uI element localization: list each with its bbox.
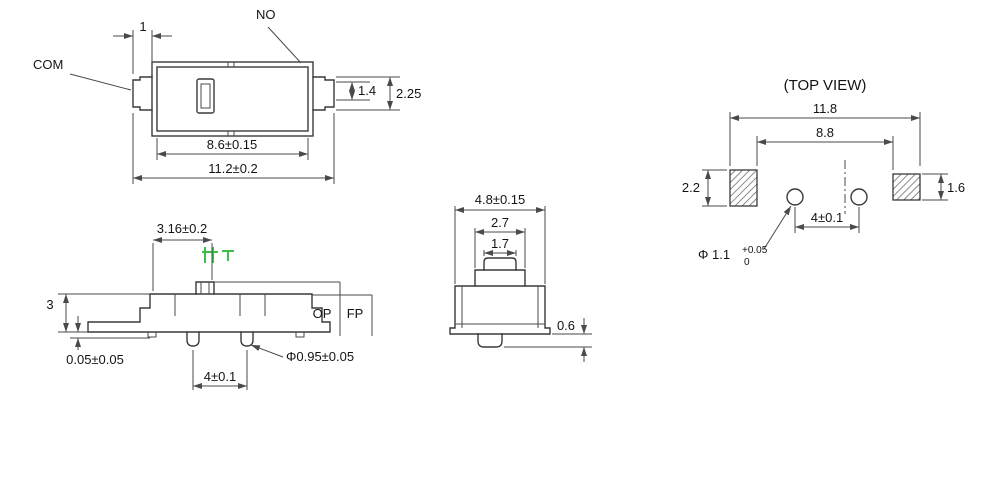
dim-hole-tol-upper: +0.05 <box>742 245 768 256</box>
dim-pad-width-left: 2.2 <box>682 169 727 207</box>
dim-pad-inner-span-label: 8.8 <box>816 125 834 140</box>
body-inner <box>156 66 309 132</box>
dim-pad-width-right: 1.6 <box>922 173 965 201</box>
dim-tab-width-label: 1 <box>139 19 146 34</box>
dim-stem-offset-label: 3.16±0.2 <box>157 221 208 236</box>
terminal-no <box>312 76 335 111</box>
side-details <box>147 294 305 338</box>
dim-post-pitch: 4±0.1 <box>192 350 248 390</box>
dim-body-height: 3 <box>46 293 150 333</box>
dim-post-dia-label: Φ0.95±0.05 <box>286 349 354 364</box>
op-fp-reference: OP FP <box>214 281 373 336</box>
dim-overall-width-label: 11.2±0.2 <box>208 161 258 176</box>
dim-contact-height: 1.4 <box>336 81 376 101</box>
pad-right <box>892 173 921 201</box>
stem-inner <box>200 83 211 109</box>
com-leader <box>69 73 132 91</box>
dim-standoff-label: 0.05±0.05 <box>66 352 124 367</box>
post-left <box>186 331 200 347</box>
side-stem-inner <box>200 282 210 294</box>
dim-pad-inner-span: 8.8 <box>756 125 894 170</box>
com-label: COM <box>33 57 63 72</box>
switch-front-outline <box>449 257 551 348</box>
switch-top-outline <box>132 61 335 137</box>
no-leader <box>267 26 302 64</box>
view-switch-side: 3.16±0.2 3 0.05±0.05 4±0.1 Φ0.95±0.05 <box>46 221 373 390</box>
dim-hole-pitch: 4±0.1 <box>794 207 860 233</box>
dim-pad-width-left-label: 2.2 <box>682 180 700 195</box>
no-label: NO <box>256 7 276 22</box>
dim-terminal-height: 2.25 <box>336 76 421 111</box>
dim-hole-tol-lower: 0 <box>744 257 750 268</box>
front-details <box>455 286 545 328</box>
dim-depth: 4.8±0.15 <box>454 192 546 284</box>
dim-post-pitch-label: 4±0.1 <box>204 369 236 384</box>
dim-post-dia: Φ0.95±0.05 <box>250 344 354 364</box>
dim-tab-width: 1 <box>113 19 172 74</box>
dim-terminal-height-label: 2.25 <box>396 86 421 101</box>
view-switch-front: 4.8±0.15 2.7 1.7 0.6 <box>449 192 592 362</box>
dim-hole-pitch-label: 4±0.1 <box>811 210 843 225</box>
dim-body-width: 8.6±0.15 <box>156 137 309 160</box>
land-pattern-shapes <box>729 160 921 214</box>
dim-post-height: 0.6 <box>504 318 592 362</box>
front-stem-base <box>474 269 526 287</box>
fp-label: FP <box>347 306 364 321</box>
dim-standoff: 0.05±0.05 <box>66 316 150 367</box>
dim-stem-base-width: 2.7 <box>474 215 526 268</box>
side-stem <box>195 281 215 295</box>
dim-contact-height-label: 1.4 <box>358 83 376 98</box>
view-switch-top: 1 COM NO 1.4 2.25 8.6±0.15 11 <box>33 7 421 184</box>
dim-stem-base-width-label: 2.7 <box>491 215 509 230</box>
label-no: NO <box>256 7 302 64</box>
dim-body-width-label: 8.6±0.15 <box>207 137 258 152</box>
hole-right <box>850 188 868 206</box>
dim-hole-dia-label: Φ 1.1 <box>698 247 730 262</box>
dim-body-height-label: 3 <box>46 297 53 312</box>
dim-hole-dia: Φ 1.1 +0.05 0 <box>698 205 792 268</box>
switch-side-outline <box>87 281 331 347</box>
hole-left <box>786 188 804 206</box>
dim-post-height-label: 0.6 <box>557 318 575 333</box>
pad-left <box>729 169 758 207</box>
front-stem-tip <box>483 257 517 271</box>
body-outer <box>151 61 314 137</box>
side-body <box>87 293 331 333</box>
terminal-com <box>132 76 153 111</box>
op-label: OP <box>313 306 332 321</box>
post-right <box>240 331 254 347</box>
dim-stem-tip-width: 1.7 <box>483 236 517 256</box>
dim-pad-span-label: 11.8 <box>813 101 837 116</box>
annotation-marks <box>202 247 234 263</box>
view-land-pattern: (TOP VIEW) 11.8 8.8 2.2 1.6 <box>682 77 965 268</box>
dim-stem-offset: 3.16±0.2 <box>152 221 213 291</box>
dim-overall-width: 11.2±0.2 <box>132 113 335 184</box>
stem-outer <box>196 78 215 114</box>
label-com: COM <box>33 57 132 91</box>
dim-pad-width-right-label: 1.6 <box>947 180 965 195</box>
dim-depth-label: 4.8±0.15 <box>475 192 526 207</box>
dim-stem-tip-width-label: 1.7 <box>491 236 509 251</box>
front-post <box>477 333 503 348</box>
cover-notches <box>227 62 235 136</box>
top-view-title: (TOP VIEW) <box>784 77 867 94</box>
front-body <box>449 285 551 335</box>
dim-pad-span: 11.8 <box>729 101 921 166</box>
